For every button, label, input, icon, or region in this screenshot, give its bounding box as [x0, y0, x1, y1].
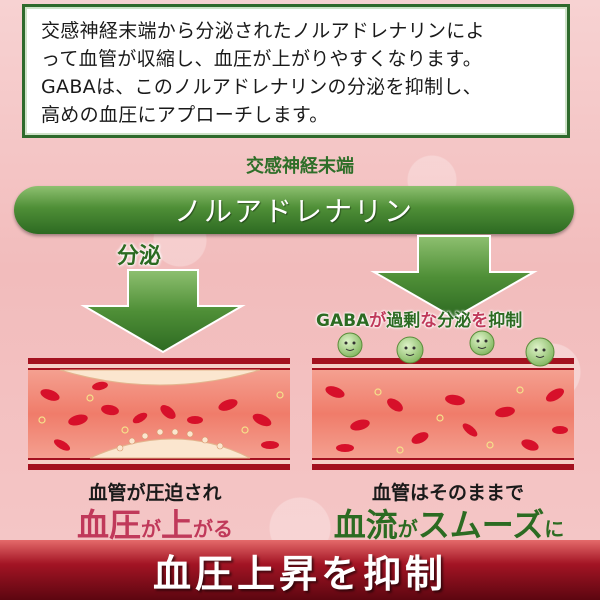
noradrenaline-bar: ノルアドレナリン [14, 186, 574, 234]
gaba-word: GABA [316, 311, 370, 331]
caption-big: 血圧 [76, 506, 141, 544]
suppress-word: 抑制 [488, 311, 523, 331]
right-caption-line2: 血流がスムーズに [318, 500, 580, 546]
caption-big: 上 [161, 506, 194, 544]
intro-line-1: 交感神経末端から分泌されたノルアドレナリンによ [41, 20, 485, 42]
secretion-word: 分泌 [437, 311, 472, 331]
intro-line-3: GABAは、このノルアドレナリンの分泌を抑制し、 [41, 76, 482, 98]
particle: が [369, 311, 387, 331]
caption-small: が [397, 517, 418, 541]
gaba-suppression-label: GABAが過剰な分泌を抑制 [316, 306, 586, 331]
left-vessel [28, 358, 290, 470]
secretion-label: 分泌 [117, 244, 162, 269]
caption-big: 血流 [333, 506, 398, 544]
caption-small: がる [193, 517, 234, 541]
gaba-character [525, 337, 555, 367]
intro-line-2: って血管が収縮し、血圧が上がりやすくなります。 [41, 48, 483, 70]
bottom-banner: 血圧上昇を抑制 [0, 540, 600, 600]
particle: を [471, 311, 489, 331]
noradrenaline-label: ノルアドレナリン [173, 195, 414, 228]
gaba-characters [337, 330, 555, 367]
intro-box: 交感神経末端から分泌されたノルアドレナリンによ って血管が収縮し、血圧が上がりや… [22, 4, 570, 138]
right-vessel [312, 358, 574, 470]
right-arrow-down [370, 235, 538, 320]
banner-text: 血圧上昇を抑制 [152, 550, 447, 596]
gaba-character [396, 336, 424, 364]
left-caption-line2: 血圧が上がる [40, 500, 270, 546]
gaba-character [469, 330, 495, 356]
caption-small: に [544, 517, 565, 541]
right-caption-line1: 血管はそのままで [371, 482, 524, 504]
left-arrow-down [80, 269, 246, 354]
excess-word: 過剰 [386, 311, 421, 331]
sympathetic-nerve-label: 交感神経末端 [246, 156, 354, 177]
caption-big: スムーズ [417, 506, 545, 544]
caption-small: が [141, 517, 161, 541]
gaba-character [337, 332, 363, 358]
particle: な [420, 311, 438, 331]
intro-line-4: 高めの血圧にアプローチします。 [41, 104, 329, 126]
left-caption-line1: 血管が圧迫され [88, 482, 222, 504]
